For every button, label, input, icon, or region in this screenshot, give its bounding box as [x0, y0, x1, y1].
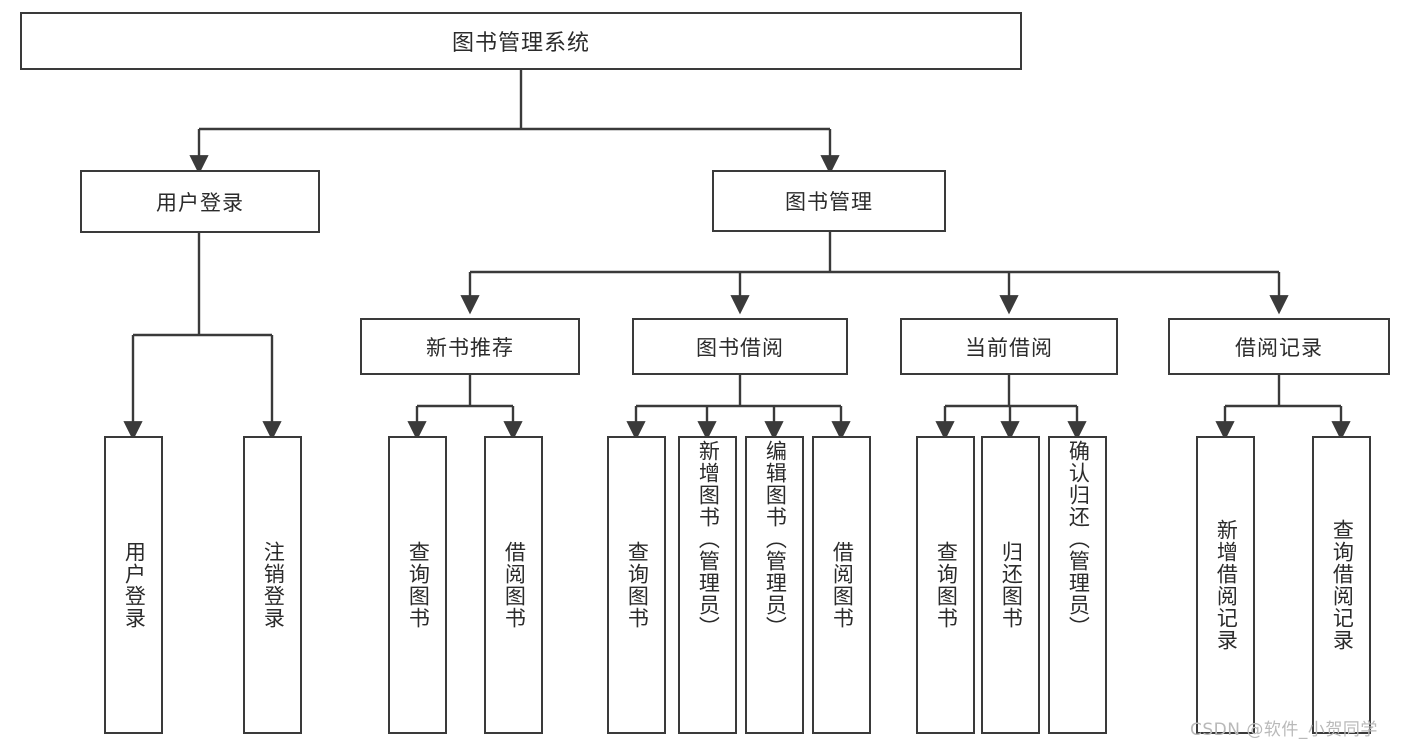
- node-new-book-recommendation[interactable]: 新书推荐: [360, 318, 580, 375]
- leaf-query-book-3[interactable]: 查询图书: [916, 436, 975, 734]
- node-label: 归还图书: [999, 541, 1024, 629]
- node-borrowing-record[interactable]: 借阅记录: [1168, 318, 1390, 375]
- node-root-book-management-system[interactable]: 图书管理系统: [20, 12, 1022, 70]
- leaf-user-login[interactable]: 用户登录: [104, 436, 163, 734]
- node-label: 借阅记录: [1235, 335, 1323, 360]
- leaf-query-borrowing-record[interactable]: 查询借阅记录: [1312, 436, 1371, 734]
- node-label: 编辑图书（管理员）: [763, 440, 788, 638]
- leaf-edit-book-admin[interactable]: 编辑图书（管理员）: [745, 436, 804, 734]
- node-label: 确认归还（管理员）: [1066, 440, 1091, 638]
- leaf-add-book-admin[interactable]: 新增图书（管理员）: [678, 436, 737, 734]
- node-label: 查询图书: [934, 541, 959, 629]
- node-current-borrowing[interactable]: 当前借阅: [900, 318, 1118, 375]
- leaf-logout[interactable]: 注销登录: [243, 436, 302, 734]
- node-label: 新增借阅记录: [1214, 519, 1239, 651]
- node-book-management[interactable]: 图书管理: [712, 170, 946, 232]
- node-label: 查询借阅记录: [1330, 519, 1355, 651]
- node-label: 图书管理: [785, 190, 873, 214]
- node-label: 查询图书: [406, 541, 431, 629]
- node-label: 新书推荐: [426, 335, 514, 360]
- node-book-borrowing[interactable]: 图书借阅: [632, 318, 848, 375]
- leaf-query-book-1[interactable]: 查询图书: [388, 436, 447, 734]
- node-label: 借阅图书: [830, 541, 855, 629]
- node-label: 图书管理系统: [451, 31, 590, 56]
- leaf-borrow-book-1[interactable]: 借阅图书: [484, 436, 543, 734]
- leaf-query-book-2[interactable]: 查询图书: [607, 436, 666, 734]
- node-user-login[interactable]: 用户登录: [80, 170, 320, 233]
- node-label: 用户登录: [122, 541, 147, 629]
- node-label: 用户登录: [156, 190, 244, 215]
- watermark-text: CSDN @软件_小贺同学: [1190, 720, 1378, 740]
- node-label: 借阅图书: [502, 541, 527, 629]
- node-label: 查询图书: [625, 541, 650, 629]
- node-label: 注销登录: [261, 541, 286, 629]
- node-label: 新增图书（管理员）: [696, 440, 721, 638]
- node-label: 当前借阅: [965, 335, 1053, 360]
- leaf-return-book[interactable]: 归还图书: [981, 436, 1040, 734]
- node-label: 图书借阅: [696, 335, 784, 360]
- leaf-borrow-book-2[interactable]: 借阅图书: [812, 436, 871, 734]
- leaf-confirm-return-admin[interactable]: 确认归还（管理员）: [1048, 436, 1107, 734]
- leaf-add-borrowing-record[interactable]: 新增借阅记录: [1196, 436, 1255, 734]
